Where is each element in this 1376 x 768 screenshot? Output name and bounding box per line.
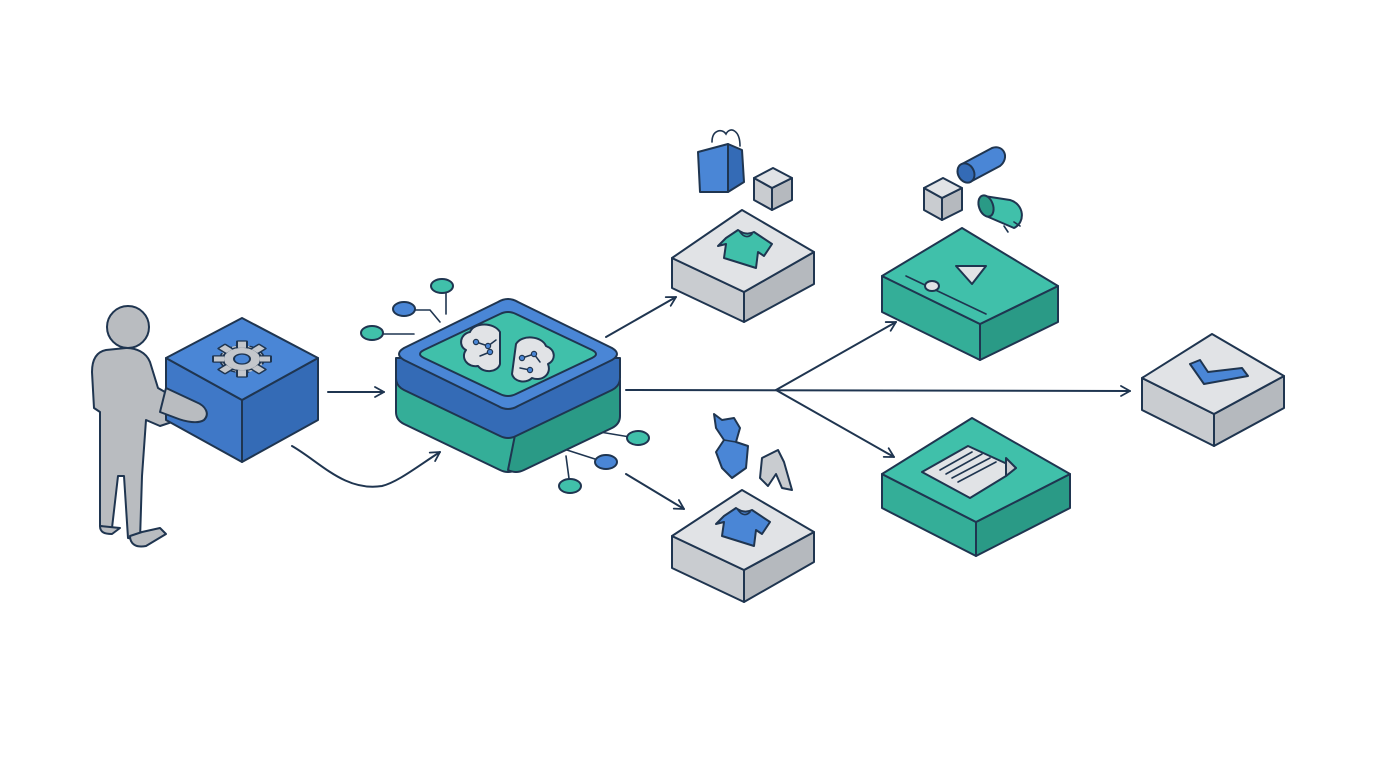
cube-icon [753, 167, 793, 211]
gear-icon [212, 340, 272, 378]
circuit-node [558, 478, 582, 494]
circuit-node [392, 301, 416, 317]
arrow-branch-to-media [775, 321, 897, 391]
shopping-bag-icon [697, 129, 745, 193]
cylinder-icon [956, 146, 1007, 184]
play-icon [955, 265, 987, 285]
tshirt-icon [717, 229, 773, 269]
cube-icon [923, 177, 963, 221]
product-b[interactable] [671, 413, 815, 603]
connections [291, 296, 1131, 510]
media-output[interactable] [881, 146, 1059, 361]
operator-person-icon [91, 305, 173, 548]
tshirt-icon [715, 507, 771, 547]
config-box[interactable] [159, 317, 319, 463]
can-icon [977, 194, 1023, 233]
product-a[interactable] [671, 129, 815, 323]
ai-processor[interactable] [360, 278, 650, 494]
arrow-processor-to-approval [625, 385, 1131, 397]
approval[interactable] [1141, 333, 1285, 447]
arrow-processor-to-product-a [605, 296, 677, 338]
checkmark-icon [1189, 359, 1249, 385]
operator-hand [159, 387, 208, 424]
document-icon [921, 445, 1017, 499]
processor-panel [419, 311, 597, 397]
arrow-operator-to-processor [291, 445, 441, 488]
document-output[interactable] [881, 417, 1071, 557]
circuit-node [430, 278, 454, 294]
circuit-nodes [360, 278, 650, 494]
brain-icon [460, 323, 555, 383]
arrow-branch-to-document [775, 389, 895, 458]
dress-icon [713, 413, 749, 479]
slider-icon [905, 275, 987, 315]
circuit-node [626, 430, 650, 446]
processor-base-right [507, 379, 621, 473]
arrow-processor-to-product-b [625, 473, 685, 510]
shorts-icon [759, 449, 793, 491]
circuit-node [360, 325, 384, 341]
circuit-node [594, 454, 618, 470]
